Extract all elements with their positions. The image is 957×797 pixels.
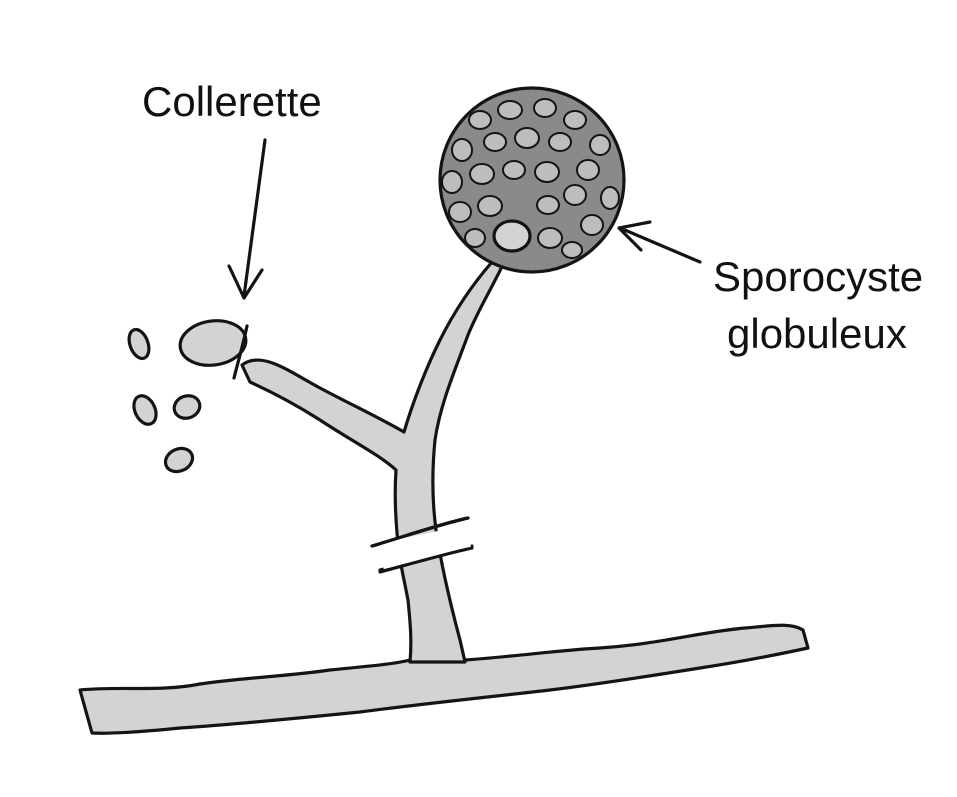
label-sporocyste-line2: globuleux [727, 310, 907, 357]
spore [132, 394, 158, 426]
mycelium-hypha [78, 623, 810, 735]
septum-gap [378, 524, 472, 570]
main-stalk [240, 250, 510, 664]
sporocyst-globular [438, 86, 626, 274]
sporocyste-arrow [617, 220, 702, 264]
septum-line-b [378, 546, 474, 574]
collerette-arrow [227, 138, 267, 300]
spore [127, 327, 151, 361]
label-collerette: Collerette [142, 78, 322, 125]
sporocyst-spores [441, 98, 620, 259]
spore [172, 394, 202, 420]
septum-line-a [370, 516, 470, 548]
label-sporocyste-line1: Sporocyste [713, 253, 923, 300]
spore [163, 446, 195, 474]
columella [492, 219, 532, 253]
collerette-ring [232, 324, 249, 380]
